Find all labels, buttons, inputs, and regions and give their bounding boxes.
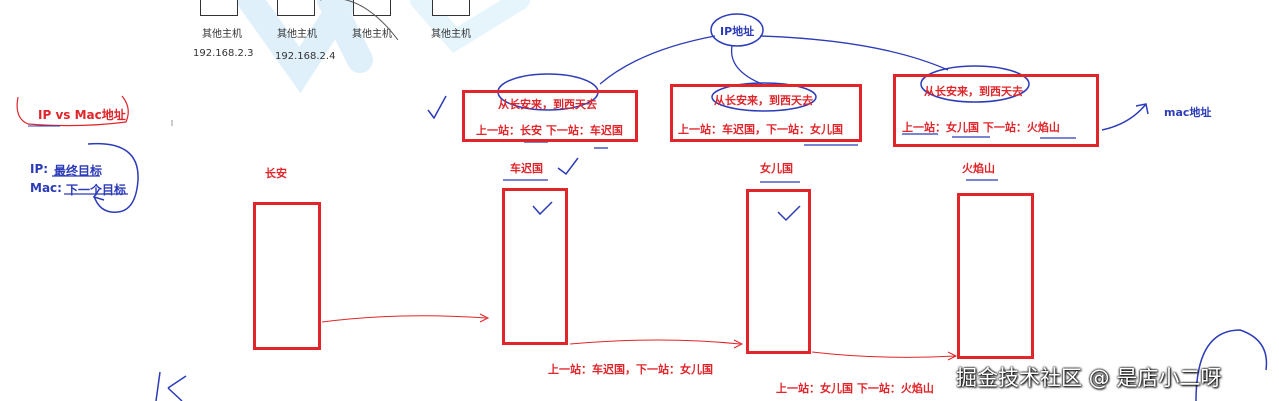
packet-1-route: 从长安来，到西天去 xyxy=(498,98,597,111)
mac-line-value: 下一个目标 xyxy=(66,183,127,197)
ip-address-label: IP地址 xyxy=(720,25,755,38)
mac-line-label: Mac: xyxy=(30,181,62,195)
node-box-huoyanshan xyxy=(957,193,1034,359)
ip-line-label: IP: xyxy=(30,162,49,176)
ip-line-value: 最终目标 xyxy=(54,164,103,178)
packet-1-hops: 上一站：长安 下一站：车迟国 xyxy=(476,124,623,137)
host-ip-1: 192.168.2.3 xyxy=(193,48,254,59)
host-box-2 xyxy=(277,0,315,16)
packet-box-3 xyxy=(893,74,1099,147)
packet-box-2 xyxy=(670,84,862,142)
host-box-3 xyxy=(353,0,391,16)
host-label-4: 其他主机 xyxy=(431,29,471,40)
packet-box-1 xyxy=(462,90,638,142)
host-ip-2: 192.168.2.4 xyxy=(275,51,336,62)
node-label-changan: 长安 xyxy=(265,167,287,180)
node-box-nverguo xyxy=(746,189,811,354)
bottom-note-1: 上一站：车迟国，下一站：女儿国 xyxy=(548,363,713,376)
packet-3-route: 从长安来，到西天去 xyxy=(924,85,1023,98)
host-label-2: 其他主机 xyxy=(277,29,317,40)
packet-3-hops: 上一站：女儿国 下一站：火焰山 xyxy=(902,121,1060,134)
bottom-note-2: 上一站：女儿国 下一站：火焰山 xyxy=(776,382,934,395)
node-label-huoyanshan: 火焰山 xyxy=(962,162,995,175)
ip-vs-mac-title: IP vs Mac地址 xyxy=(38,108,126,122)
node-box-changan xyxy=(253,202,321,350)
node-label-nverguo: 女儿国 xyxy=(760,162,793,175)
host-box-4 xyxy=(432,0,470,16)
site-watermark: 掘金技术社区 @ 是店小二呀 xyxy=(956,366,1222,390)
node-label-chechiguo: 车迟国 xyxy=(510,162,543,175)
mac-address-label: mac地址 xyxy=(1164,106,1212,119)
packet-2-route: 从长安来，到西天去 xyxy=(714,94,813,107)
host-label-1: 其他主机 xyxy=(202,29,242,40)
host-label-3: 其他主机 xyxy=(352,29,392,40)
packet-2-hops: 上一站：车迟国，下一站：女儿国 xyxy=(678,123,843,136)
host-box-1 xyxy=(200,0,238,16)
node-box-chechiguo xyxy=(502,188,568,345)
